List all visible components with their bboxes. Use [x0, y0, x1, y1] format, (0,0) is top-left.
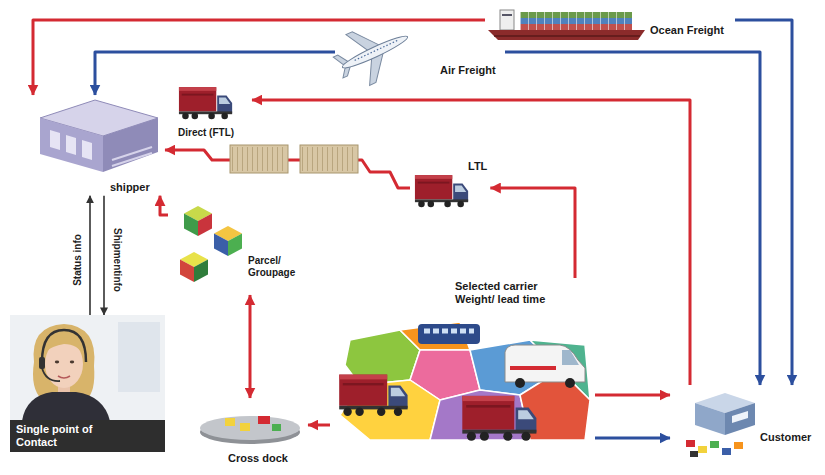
air-freight: Air Freight — [335, 28, 505, 80]
customer-building — [686, 393, 755, 457]
ocean-freight: Ocean Freight — [485, 4, 735, 44]
parcel-groupage: Parcel/ Groupage — [168, 205, 309, 295]
node-label: LTL — [468, 160, 487, 173]
flow-arrow — [490, 188, 575, 278]
node-label: Selected carrier Weight/ lead time — [455, 280, 559, 305]
cross-dock: Cross dock — [198, 398, 308, 470]
warehouse — [40, 100, 158, 172]
node-label: Customer — [760, 431, 811, 444]
flow-arrow — [735, 20, 792, 385]
ftl-truck: Direct (FTL) — [172, 82, 252, 141]
node-label: Single point of Contact — [10, 420, 165, 452]
cross-dock-platform — [200, 416, 300, 444]
contact-point: Single point of Contact — [10, 315, 168, 455]
flow-arrow — [595, 394, 670, 397]
ftl-truck — [179, 87, 232, 119]
flow-arrow — [595, 437, 670, 440]
node-label: Direct (FTL) — [178, 127, 234, 139]
flow-arrow — [103, 196, 105, 315]
flow-arrow — [33, 20, 485, 95]
agent-photo — [10, 315, 165, 421]
node-label: Parcel/ Groupage — [248, 255, 306, 278]
parcel-cubes — [180, 206, 242, 282]
customer: Customer — [670, 385, 818, 465]
airplane — [327, 11, 420, 94]
flow-arrow — [249, 295, 252, 398]
containers — [230, 145, 358, 173]
region-map — [340, 322, 590, 440]
node-label: Air Freight — [440, 64, 496, 77]
node-label: Ocean Freight — [650, 24, 724, 37]
container-ship — [488, 10, 645, 40]
edge-label: Status info — [72, 234, 83, 286]
flow-arrow — [160, 196, 168, 215]
node-label: Cross dock — [228, 452, 288, 465]
ltl-truck — [415, 175, 468, 207]
carrier-vehicles — [339, 324, 585, 441]
shipper: shipper — [30, 95, 165, 196]
flow-arrow — [308, 424, 330, 427]
ltl-truck: LTL — [410, 160, 490, 210]
node-label: shipper — [110, 181, 150, 194]
flow-arrow — [89, 196, 91, 315]
flow-arrow — [505, 52, 760, 385]
flow-arrow — [252, 100, 690, 385]
carrier-map: Selected carrier Weight/ lead time — [330, 278, 595, 448]
edge-label: Shipmentinfo — [112, 228, 123, 292]
